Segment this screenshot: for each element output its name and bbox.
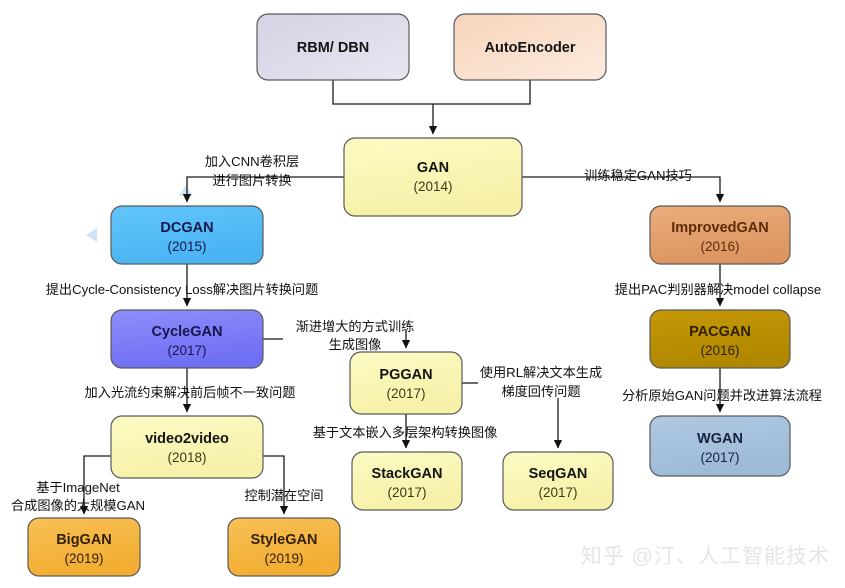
edge-improvedgan-pacgan: 提出PAC判别器解决model collapse [615,264,821,307]
node-stylegan-title: StyleGAN [251,532,318,548]
node-pacgan-year: (2016) [700,343,739,358]
node-wgan[interactable]: WGAN (2017) [649,415,791,477]
edge-label-gan-dcgan-1: 加入CNN卷积层 [205,154,300,169]
edge-label-cyclegan-pggan-2: 生成图像 [329,337,382,352]
node-video2video[interactable]: video2video (2018) [110,415,264,479]
edge-label-cyclegan-video2video: 加入光流约束解决前后帧不一致问题 [85,384,296,400]
ghost-arrow-up-icon [179,185,193,196]
node-autoencoder-title: AutoEncoder [484,40,575,56]
ghost-arrow-left-icon [86,228,97,242]
edge-pggan-seqgan: 使用RL解决文本生成 梯度回传问题 [462,364,602,449]
node-rbm-dbn[interactable]: RBM/ DBN [256,13,410,81]
edge-autoencoder-gan [428,80,531,135]
node-pggan-title: PGGAN [379,367,432,383]
node-seqgan[interactable]: SeqGAN (2017) [502,451,614,511]
edge-label-gan-improvedgan: 训练稳定GAN技巧 [584,168,692,183]
watermark-text: 知乎 @汀、人工智能技术 [581,545,830,568]
node-stackgan[interactable]: StackGAN (2017) [351,451,463,511]
node-biggan-year: (2019) [64,551,103,566]
node-autoencoder[interactable]: AutoEncoder [453,13,607,81]
node-cyclegan[interactable]: CycleGAN (2017) [110,309,264,369]
node-pacgan-title: PACGAN [689,324,751,340]
node-dcgan-year: (2015) [167,239,206,254]
edge-label-video2video-stylegan: 控制潜在空间 [244,488,323,503]
node-stylegan[interactable]: StyleGAN (2019) [227,517,341,577]
node-dcgan-title: DCGAN [160,220,213,236]
edge-gan-improvedgan: 训练稳定GAN技巧 [522,168,725,203]
edge-label-pggan-stackgan: 基于文本嵌入多层架构转换图像 [313,424,498,440]
edge-gan-dcgan: 加入CNN卷积层 进行图片转换 [182,154,344,203]
edge-label-pggan-seqgan-1: 使用RL解决文本生成 [480,364,602,380]
node-biggan-title: BigGAN [56,532,112,548]
node-wgan-title: WGAN [697,431,743,447]
node-improvedgan[interactable]: ImprovedGAN (2016) [649,205,791,265]
node-stackgan-title: StackGAN [372,466,443,482]
node-gan-year: (2014) [413,179,452,194]
edge-label-pacgan-wgan: 分析原始GAN问题并改进算法流程 [622,388,822,403]
node-wgan-year: (2017) [700,450,739,465]
node-gan-title: GAN [417,160,449,176]
node-cyclegan-title: CycleGAN [152,324,223,340]
node-seqgan-year: (2017) [538,485,577,500]
edge-dcgan-cyclegan: 提出Cycle-Consistency Loss解决图片转换问题 [46,264,319,307]
node-seqgan-title: SeqGAN [529,466,588,482]
edge-label-improvedgan-pacgan: 提出PAC判别器解决model collapse [615,282,821,297]
edge-label-video2video-biggan-2: 合成图像的大规模GAN [11,498,145,513]
edge-pggan-stackgan: 基于文本嵌入多层架构转换图像 [313,414,498,449]
node-stackgan-year: (2017) [387,485,426,500]
node-improvedgan-year: (2016) [700,239,739,254]
edge-cyclegan-pggan: 渐进增大的方式训练 生成图像 [263,319,414,352]
node-stylegan-year: (2019) [264,551,303,566]
node-video2video-title: video2video [145,431,229,447]
edge-label-cyclegan-pggan-1: 渐进增大的方式训练 [296,319,415,334]
node-dcgan[interactable]: DCGAN (2015) [110,205,264,265]
node-pggan[interactable]: PGGAN (2017) [349,351,463,415]
edge-label-gan-dcgan-2: 进行图片转换 [212,173,291,188]
edge-rbm-gan [332,80,433,105]
edge-cyclegan-video2video: 加入光流约束解决前后帧不一致问题 [85,368,296,413]
edge-label-dcgan-cyclegan: 提出Cycle-Consistency Loss解决图片转换问题 [46,282,319,297]
node-gan[interactable]: GAN (2014) [343,137,523,217]
edge-label-pggan-seqgan-2: 梯度回传问题 [501,384,580,399]
node-cyclegan-year: (2017) [167,343,206,358]
node-biggan[interactable]: BigGAN (2019) [27,517,141,577]
node-pacgan[interactable]: PACGAN (2016) [649,309,791,369]
node-rbm-dbn-title: RBM/ DBN [297,40,370,56]
node-improvedgan-title: ImprovedGAN [671,220,769,236]
node-pggan-year: (2017) [386,386,425,401]
edge-label-video2video-biggan-1: 基于ImageNet [36,480,120,495]
node-video2video-year: (2018) [167,450,206,465]
edge-pacgan-wgan: 分析原始GAN问题并改进算法流程 [622,368,822,413]
